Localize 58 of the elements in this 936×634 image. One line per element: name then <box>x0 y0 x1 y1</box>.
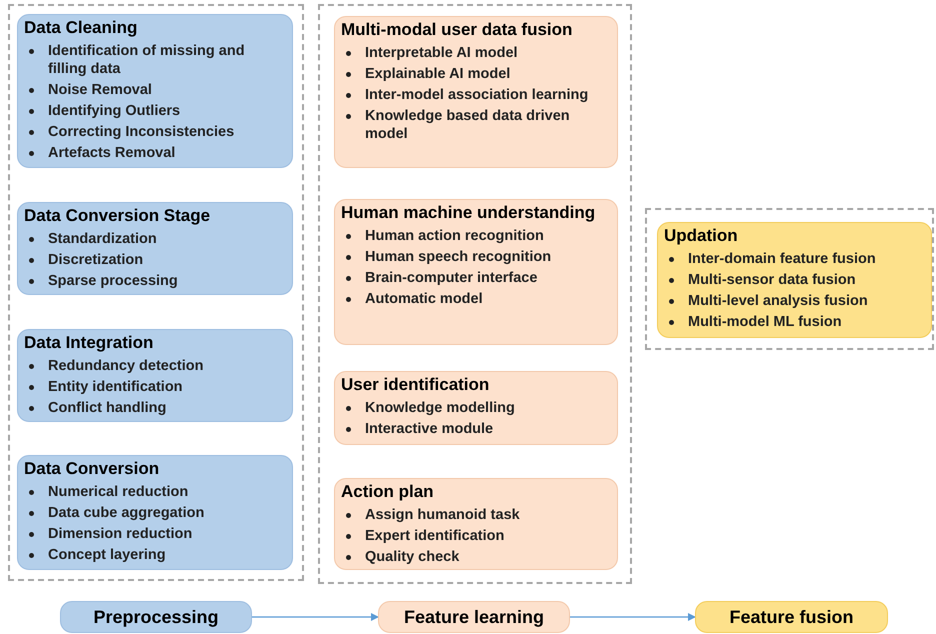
bullet-item: Interactive module <box>365 420 494 438</box>
bullet-item: Multi-sensor data fusion <box>688 271 856 289</box>
bullet-item: Multi-level analysis fusion <box>688 292 868 310</box>
bullet-item: Quality check <box>365 548 460 566</box>
arrow <box>570 613 696 621</box>
stage-pill: Feature fusion <box>695 601 888 633</box>
stage-pill: Feature learning <box>378 601 570 633</box>
card-heading: Data Conversion <box>24 458 160 480</box>
bullet-item: Inter-model association learning <box>365 86 588 104</box>
bullet-item: Numerical reduction <box>48 483 188 501</box>
dashed-group-frame <box>8 4 304 581</box>
bullet-item: Artefacts Removal <box>48 144 176 162</box>
stage-pill: Preprocessing <box>60 601 252 633</box>
bullet-item: Data cube aggregation <box>48 504 204 522</box>
card-heading: Data Conversion Stage <box>24 205 212 227</box>
bullet-item: Correcting Inconsistencies <box>48 123 234 141</box>
category-card <box>334 16 618 168</box>
bullet-item: Brain-computer interface <box>365 269 538 287</box>
card-heading: Data Integration <box>24 332 154 354</box>
card-heading: Updation <box>664 225 739 247</box>
category-card <box>17 202 293 295</box>
bullet-item: Identification of missing and filling data <box>48 42 246 78</box>
bullet-item: Interpretable AI model <box>365 44 518 62</box>
category-card <box>334 371 618 445</box>
bullet-item: Redundancy detection <box>48 357 204 375</box>
bullet-item: Identifying Outliers <box>48 102 180 120</box>
bullet-item: Human action recognition <box>365 227 544 245</box>
card-heading: Human machine understanding <box>341 202 596 224</box>
bullet-item: Conflict handling <box>48 399 166 417</box>
bullet-item: Knowledge based data driven model <box>365 107 571 143</box>
bullet-item: Dimension reduction <box>48 525 192 543</box>
dashed-group-frame <box>645 208 934 350</box>
category-card <box>334 199 618 345</box>
category-card <box>17 14 293 168</box>
bullet-item: Noise Removal <box>48 81 152 99</box>
bullet-item: Concept layering <box>48 546 166 564</box>
category-card <box>334 478 618 570</box>
arrow <box>252 613 379 621</box>
dashed-group-frame <box>318 4 632 584</box>
bullet-item: Entity identification <box>48 378 183 396</box>
bullet-item: Assign humanoid task <box>365 506 520 524</box>
bullet-item: Explainable AI model <box>365 65 510 83</box>
card-heading: Action plan <box>341 481 435 503</box>
bullet-item: Standardization <box>48 230 157 248</box>
bullet-item: Human speech recognition <box>365 248 552 266</box>
bullet-item: Expert identification <box>365 527 504 545</box>
bullet-item: Inter-domain feature fusion <box>688 250 876 268</box>
bullet-item: Discretization <box>48 251 144 269</box>
card-heading: Multi-modal user data fusion <box>341 19 574 41</box>
category-card <box>17 455 293 570</box>
bullet-item: Automatic model <box>365 290 483 308</box>
bullet-item: Multi-model ML fusion <box>688 313 842 331</box>
bullet-item: Sparse processing <box>48 272 178 290</box>
card-heading: Data Cleaning <box>24 17 138 39</box>
bullet-item: Knowledge modelling <box>365 399 515 417</box>
category-card <box>657 222 932 338</box>
card-heading: User identification <box>341 374 490 396</box>
category-card <box>17 329 293 422</box>
